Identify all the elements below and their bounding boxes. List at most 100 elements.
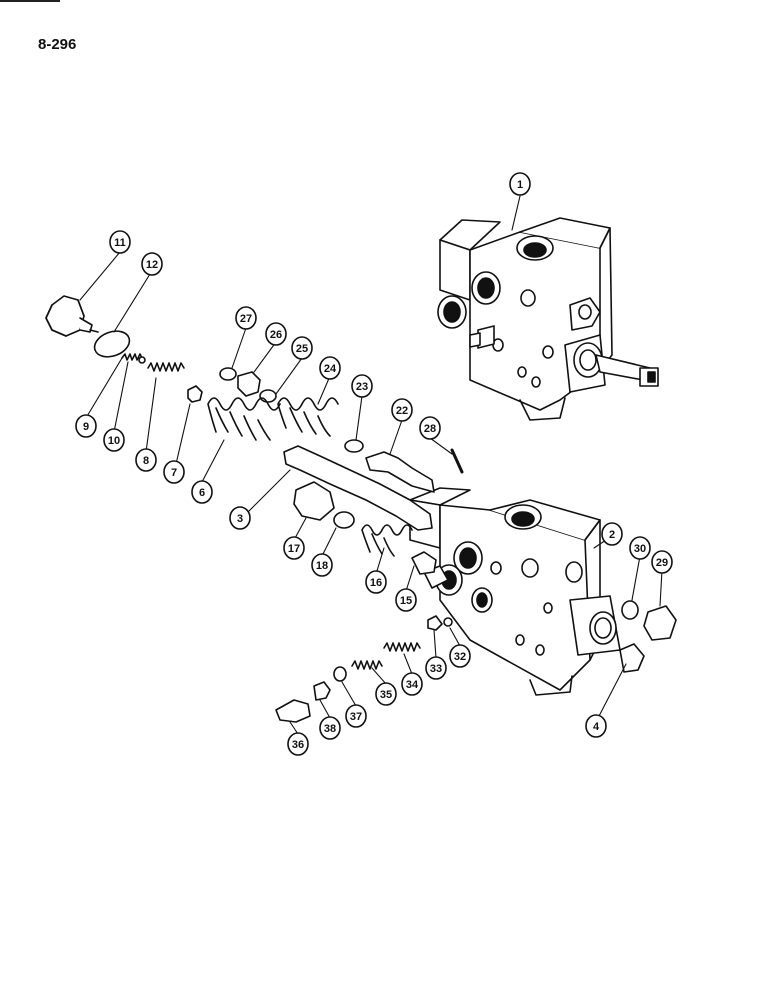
part-23-washer <box>344 439 364 453</box>
callout-30: 30 <box>629 536 651 560</box>
callout-circle <box>319 716 341 740</box>
callout-label: 6 <box>199 487 205 499</box>
callout-15: 15 <box>395 588 417 612</box>
callout-circle <box>75 414 97 438</box>
callout-circle <box>163 460 185 484</box>
callout-6: 6 <box>191 480 213 504</box>
part-32-ball <box>443 617 453 627</box>
part-37-o-ring <box>333 666 347 682</box>
callout-22: 22 <box>391 398 413 422</box>
callout-26: 26 <box>265 322 287 346</box>
part-10-ball <box>138 356 146 364</box>
callout-16: 16 <box>365 570 387 594</box>
callout-circle <box>291 336 313 360</box>
callout-circle <box>509 172 531 196</box>
callout-circle <box>283 536 305 560</box>
callout-38: 38 <box>319 716 341 740</box>
callout-label: 34 <box>406 679 419 691</box>
callout-12: 12 <box>141 252 163 276</box>
callout-label: 32 <box>454 651 466 663</box>
callout-4: 4 <box>585 714 607 738</box>
callout-circle <box>229 506 251 530</box>
page-number: 8-296 <box>38 36 77 53</box>
callout-label: 17 <box>288 543 300 555</box>
part-26-sleeve <box>237 371 261 397</box>
part-17-plug <box>293 481 335 521</box>
callout-18: 18 <box>311 553 333 577</box>
callout-11: 11 <box>109 230 131 254</box>
callout-27: 27 <box>235 306 257 330</box>
part-25-washer <box>259 389 277 403</box>
callout-circle <box>345 704 367 728</box>
top-rule <box>0 0 60 2</box>
part-11-end-cap <box>45 295 99 337</box>
callout-circle <box>351 374 373 398</box>
callout-3: 3 <box>229 506 251 530</box>
callout-7: 7 <box>163 460 185 484</box>
callout-circle <box>109 230 131 254</box>
callout-label: 11 <box>114 237 126 249</box>
part-16-spring <box>361 524 413 557</box>
callout-label: 2 <box>609 529 615 541</box>
callout-label: 7 <box>171 467 177 479</box>
callout-label: 22 <box>396 405 408 417</box>
part-30-o-ring <box>621 600 639 620</box>
callout-circle <box>401 672 423 696</box>
callout-37: 37 <box>345 704 367 728</box>
valve-body <box>409 487 621 696</box>
callout-label: 37 <box>350 711 362 723</box>
callout-label: 4 <box>593 721 600 733</box>
callout-28: 28 <box>419 416 441 440</box>
callout-circle <box>135 448 157 472</box>
callout-label: 10 <box>108 435 120 447</box>
callout-circle <box>419 416 441 440</box>
part-9-spring <box>121 353 143 361</box>
callout-10: 10 <box>103 428 125 452</box>
callout-circle <box>103 428 125 452</box>
callout-label: 25 <box>296 343 308 355</box>
callout-label: 15 <box>400 595 412 607</box>
callout-label: 1 <box>517 179 523 191</box>
callout-label: 24 <box>324 363 337 375</box>
callout-34: 34 <box>401 672 423 696</box>
callout-label: 33 <box>430 663 442 675</box>
callout-circle <box>391 398 413 422</box>
callout-circle <box>395 588 417 612</box>
part-35-spring <box>351 660 383 670</box>
valve-assembly-complete <box>437 217 659 421</box>
callout-label: 16 <box>370 577 382 589</box>
callout-1: 1 <box>509 172 531 196</box>
callout-label: 29 <box>656 557 668 569</box>
callout-32: 32 <box>449 644 471 668</box>
callout-35: 35 <box>375 682 397 706</box>
part-22-spool <box>365 451 435 493</box>
part-18-o-ring <box>333 511 355 529</box>
callout-circle <box>601 522 623 546</box>
callout-circle <box>287 732 309 756</box>
part-3-main-spool <box>283 445 433 531</box>
callout-circle <box>449 644 471 668</box>
callout-circle <box>425 656 447 680</box>
callout-circle <box>365 570 387 594</box>
part-15-poppet <box>411 551 437 575</box>
part-7-poppet <box>187 385 203 403</box>
callout-2: 2 <box>601 522 623 546</box>
callout-circle <box>319 356 341 380</box>
callout-9: 9 <box>75 414 97 438</box>
part-12-o-ring <box>93 330 131 358</box>
callout-circle <box>585 714 607 738</box>
callout-8: 8 <box>135 448 157 472</box>
callout-36: 36 <box>287 732 309 756</box>
part-24-spring <box>277 397 339 437</box>
callout-circle <box>235 306 257 330</box>
part-34-spring <box>383 642 421 652</box>
callout-33: 33 <box>425 656 447 680</box>
part-8-spring <box>147 362 185 372</box>
callout-label: 38 <box>324 723 336 735</box>
callout-label: 26 <box>270 329 282 341</box>
part-36-fitting <box>275 699 311 723</box>
callout-circle <box>375 682 397 706</box>
callout-circle <box>265 322 287 346</box>
callout-25: 25 <box>291 336 313 360</box>
